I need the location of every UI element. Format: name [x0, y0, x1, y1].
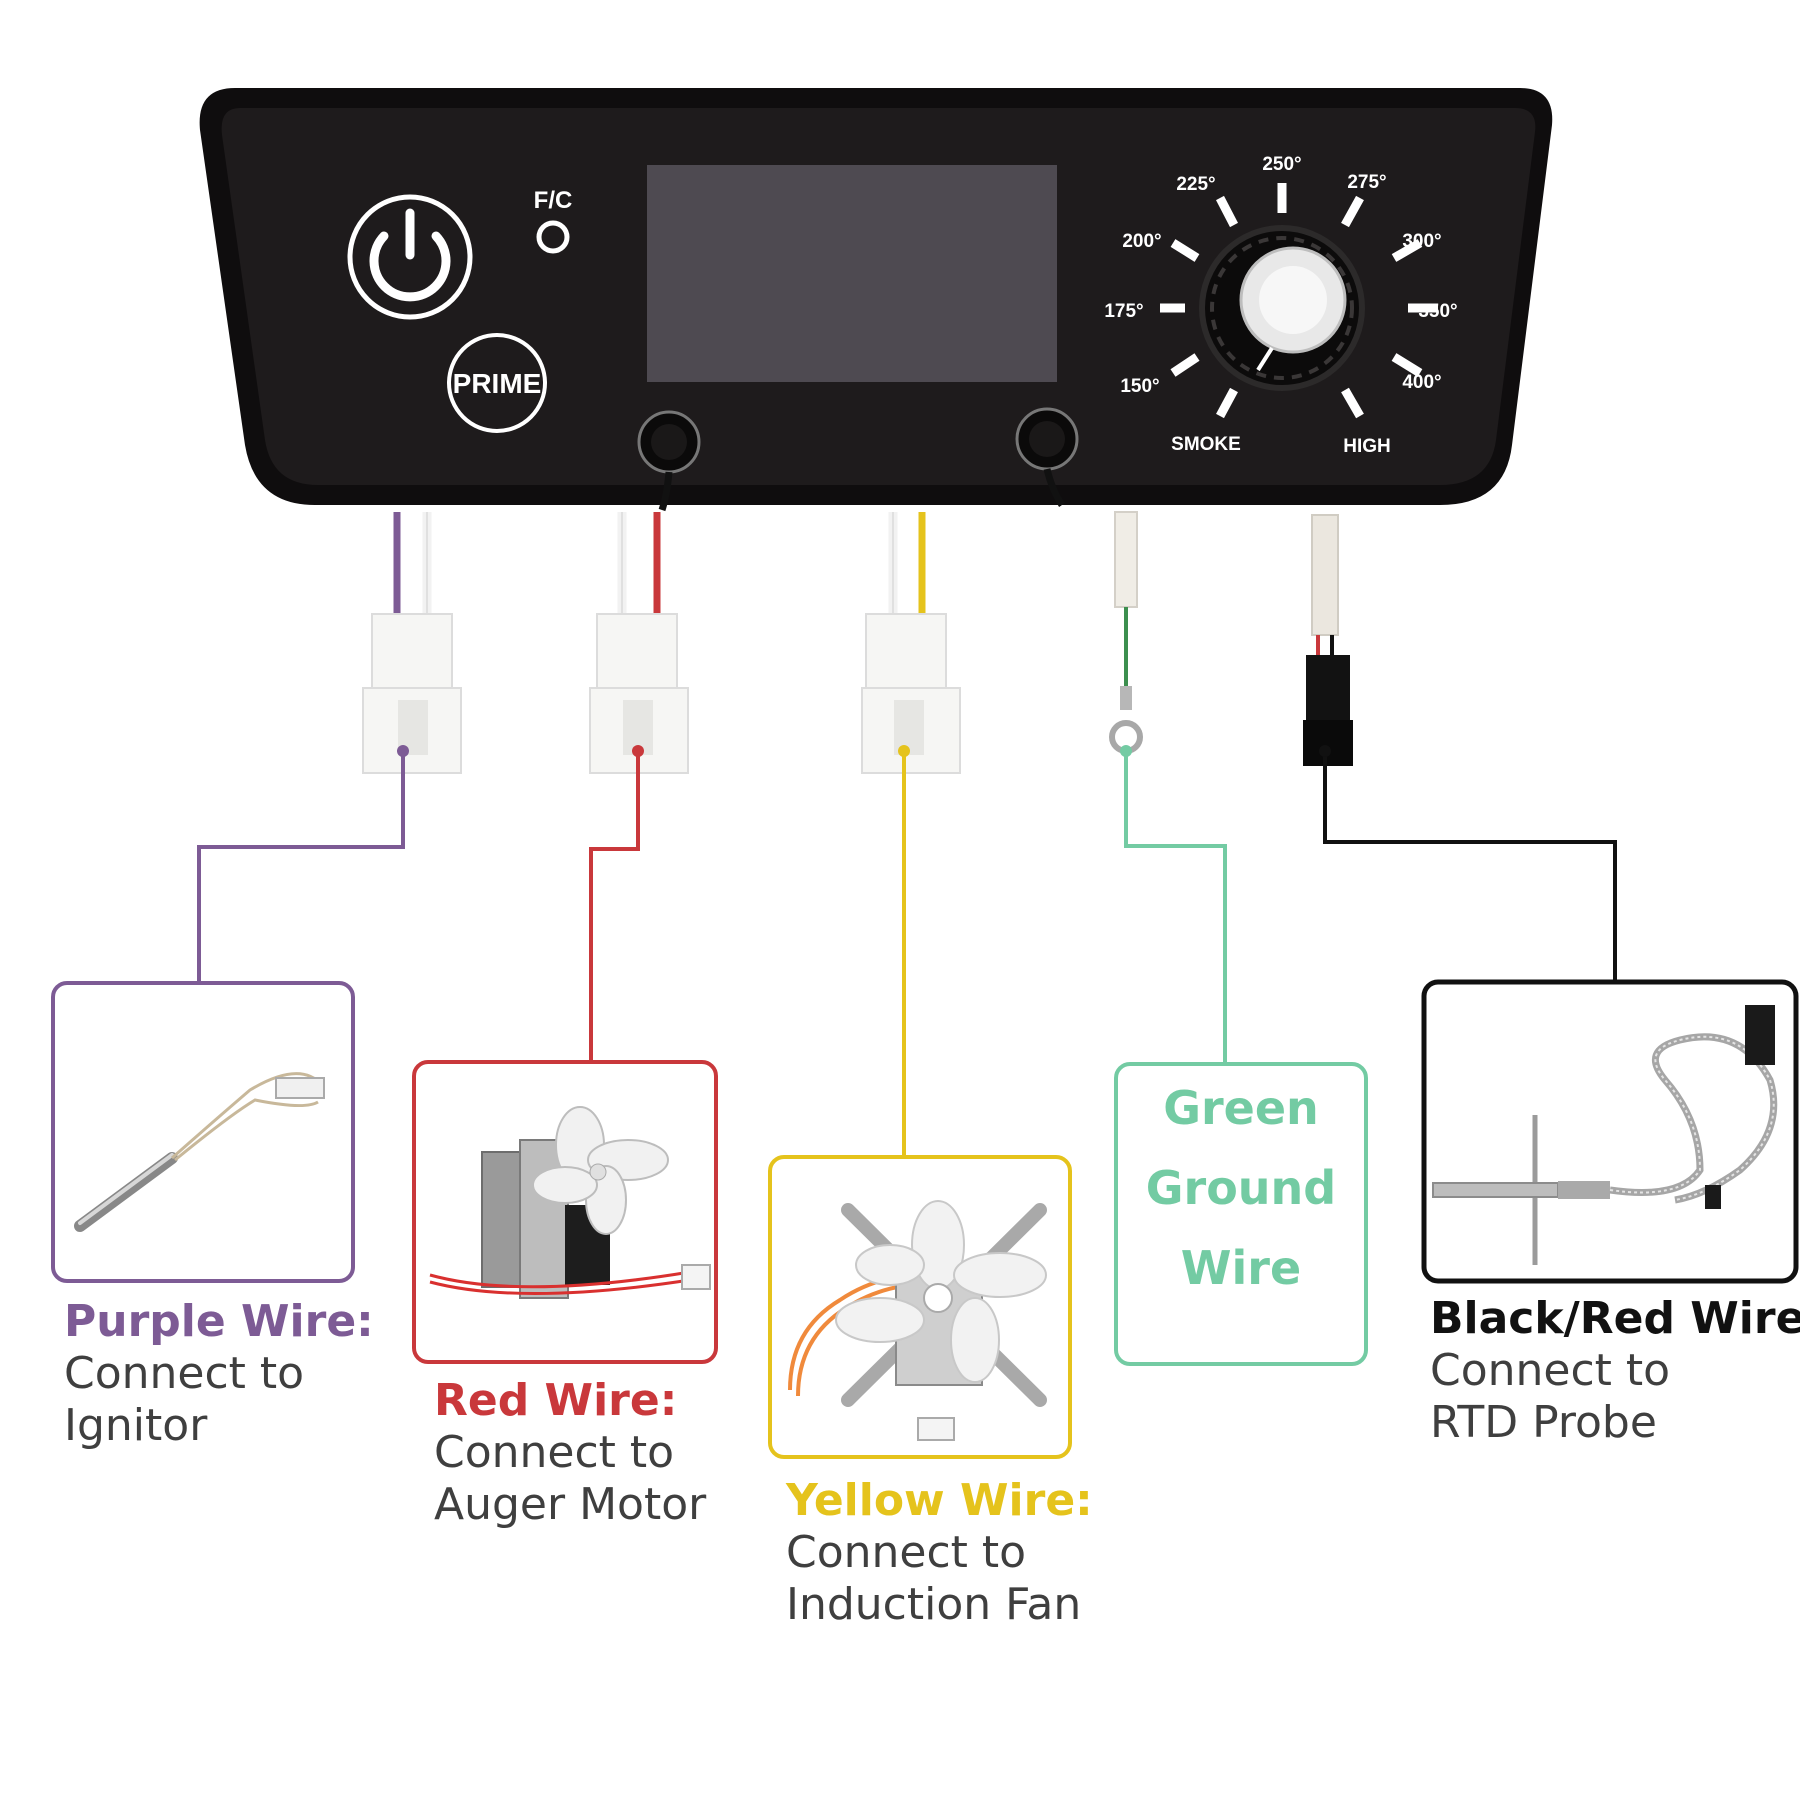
label-high: HIGH — [1343, 436, 1391, 457]
fc-label: F/C — [534, 187, 573, 214]
label-300: 300° — [1402, 231, 1441, 252]
ground-line-3: Wire — [1180, 1241, 1302, 1295]
purple-wire-line1: Connect to — [64, 1347, 305, 1399]
yellow-connector — [861, 613, 961, 774]
ground-box — [1114, 1062, 1368, 1366]
ignitor-rod-icon — [74, 1072, 325, 1232]
dial-ticks — [1160, 183, 1438, 419]
label-225: 225° — [1176, 174, 1215, 195]
ground-line-1: Green — [1163, 1081, 1319, 1135]
power-icon — [369, 231, 451, 302]
auger-motor-icon — [429, 1106, 711, 1299]
yellow-wire-line1: Connect to — [786, 1526, 1027, 1578]
induction-fan-box — [768, 1155, 1072, 1459]
leader-lines — [197, 751, 1617, 1157]
purple-wire-label: Purple Wire: Connect to Ignitor — [64, 1296, 374, 1452]
label-275: 275° — [1347, 172, 1386, 193]
label-150: 150° — [1120, 376, 1159, 397]
ignitor-box — [51, 981, 355, 1283]
purple-wire-title: Purple Wire: — [64, 1296, 374, 1347]
ring-terminal — [1109, 686, 1143, 754]
black-wire-line1: Connect to — [1430, 1344, 1671, 1396]
rtd-probe-icon — [1432, 1005, 1778, 1265]
probe-port-right[interactable] — [1015, 407, 1079, 507]
probe-port-left[interactable] — [637, 410, 701, 512]
purple-wire-line2: Ignitor — [64, 1399, 208, 1451]
temperature-dial[interactable] — [1160, 183, 1438, 419]
label-350: 350° — [1418, 301, 1457, 322]
control-panel: PRIME F/C — [199, 88, 1553, 512]
green-leader — [1124, 751, 1227, 1064]
black-wire-label: Black/Red Wire: Connect to RTD Probe — [1430, 1293, 1800, 1449]
dial-labels: 150° 175° 200° 225° 250° 275° 300° 350° … — [1104, 154, 1457, 457]
red-wire-title: Red Wire: — [434, 1375, 678, 1426]
red-wire-label: Red Wire: Connect to Auger Motor — [434, 1375, 706, 1531]
induction-fan-icon — [788, 1200, 1047, 1441]
prime-button[interactable]: PRIME — [447, 333, 547, 433]
label-smoke: SMOKE — [1171, 434, 1241, 455]
purple-leader — [197, 751, 405, 983]
leader-dots — [397, 745, 1331, 757]
yellow-wire-label: Yellow Wire: Connect to Induction Fan — [786, 1475, 1093, 1631]
black-wire-title: Black/Red Wire: — [1430, 1293, 1800, 1344]
auger-motor-box — [412, 1060, 718, 1364]
black-wire-line2: RTD Probe — [1430, 1396, 1657, 1448]
label-175: 175° — [1104, 301, 1143, 322]
label-400: 400° — [1402, 372, 1441, 393]
wire-harness — [393, 511, 1339, 690]
red-wire-line1: Connect to — [434, 1426, 675, 1478]
yellow-wire-title: Yellow Wire: — [786, 1475, 1093, 1526]
red-wire-line2: Auger Motor — [434, 1478, 707, 1530]
fc-indicator — [536, 220, 570, 254]
power-button[interactable] — [347, 194, 473, 320]
label-250: 250° — [1262, 154, 1301, 175]
ground-line-2: Ground — [1145, 1161, 1337, 1215]
black-leader — [1323, 751, 1617, 982]
label-200: 200° — [1122, 231, 1161, 252]
probe-plug — [1303, 655, 1353, 766]
fc-button[interactable]: F/C — [534, 187, 573, 254]
connectors — [362, 613, 1353, 774]
red-leader — [589, 751, 640, 1062]
ground-wire-label: Green Ground Wire — [1116, 1068, 1366, 1308]
yellow-wire-line2: Induction Fan — [786, 1578, 1082, 1630]
dial-pointer — [1256, 346, 1274, 372]
prime-label: PRIME — [453, 368, 542, 399]
rtd-probe-box — [1421, 979, 1799, 1284]
lcd-display — [647, 165, 1057, 382]
purple-connector — [362, 613, 462, 774]
